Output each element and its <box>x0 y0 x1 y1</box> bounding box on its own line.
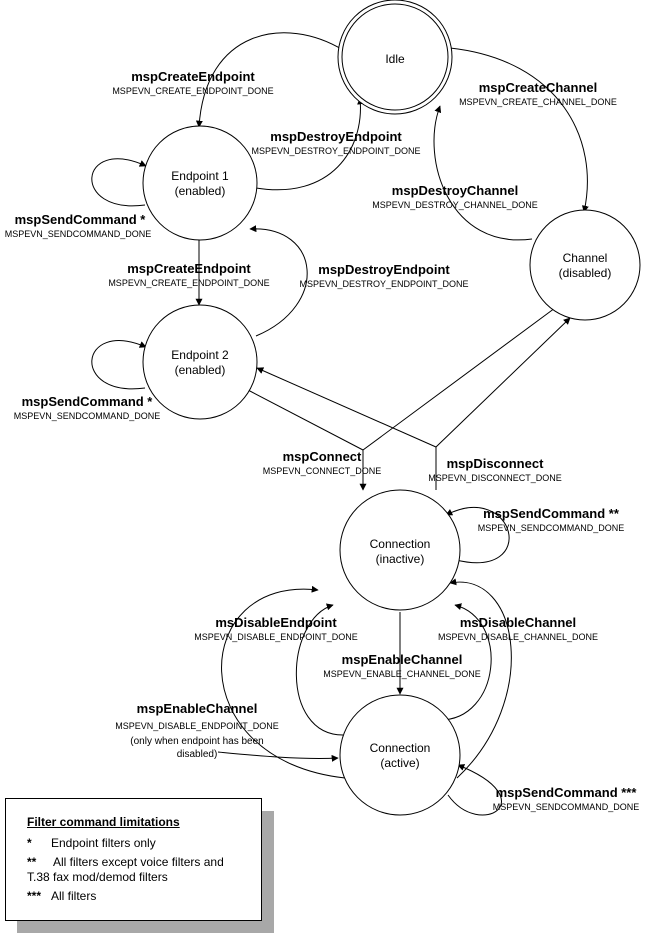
legend-text: T.38 fax mod/demod filters <box>27 870 168 884</box>
event-name: mspSendCommand * <box>15 212 147 227</box>
event-done: MSPEVN_CONNECT_DONE <box>263 466 382 476</box>
legend-text: All filters except voice filters and <box>53 855 224 869</box>
legend-marker: ** <box>27 855 37 869</box>
state-connection-inactive-status: (inactive) <box>376 552 425 566</box>
event-name: msDisableChannel <box>460 615 576 630</box>
event-done: MSPEVN_SENDCOMMAND_DONE <box>493 802 640 812</box>
event-name: msDisableEndpoint <box>215 615 337 630</box>
event-name: mspDestroyEndpoint <box>270 129 402 144</box>
label-send-command-active: mspSendCommand *** MSPEVN_SENDCOMMAND_DO… <box>493 785 640 812</box>
event-name: mspDestroyEndpoint <box>318 262 450 277</box>
state-idle-label: Idle <box>385 52 405 66</box>
arrow-disable-endpoint <box>221 585 346 779</box>
event-name: mspSendCommand ** <box>483 506 620 521</box>
label-enable-channel-ep: mspEnableChannel MSPEVN_DISABLE_ENDPOINT… <box>115 701 279 760</box>
state-endpoint-2: Endpoint 2 (enabled) <box>142 304 258 420</box>
event-done: MSPEVN_DESTROY_ENDPOINT_DONE <box>299 279 468 289</box>
event-done: MSPEVN_DISABLE_CHANNEL_DONE <box>438 632 598 642</box>
arrow-send-command-inactive <box>445 507 510 563</box>
label-connect: mspConnect MSPEVN_CONNECT_DONE <box>263 449 382 476</box>
state-connection-active-label: Connection <box>370 741 431 755</box>
legend-marker: *** <box>27 889 42 903</box>
label-disconnect: mspDisconnect MSPEVN_DISCONNECT_DONE <box>428 456 562 483</box>
state-endpoint-1-label: Endpoint 1 <box>171 169 229 183</box>
event-done: MSPEVN_ENABLE_CHANNEL_DONE <box>323 669 481 679</box>
arrow-create-endpoint-1 <box>195 32 344 128</box>
arrow-destroy-channel <box>433 105 533 241</box>
event-name: mspSendCommand * <box>22 394 154 409</box>
event-name: mspDisconnect <box>447 456 544 471</box>
label-destroy-endpoint-1: mspDestroyEndpoint MSPEVN_DESTROY_ENDPOI… <box>251 129 420 156</box>
event-done: MSPEVN_CREATE_ENDPOINT_DONE <box>112 86 273 96</box>
state-channel-label: Channel <box>563 251 608 265</box>
event-done: MSPEVN_DESTROY_CHANNEL_DONE <box>372 200 538 210</box>
label-send-command-ep1: mspSendCommand * MSPEVN_SENDCOMMAND_DONE <box>5 212 152 239</box>
arrow-send-command-ep1 <box>91 158 147 207</box>
label-create-channel: mspCreateChannel MSPEVN_CREATE_CHANNEL_D… <box>459 80 617 107</box>
event-done: MSPEVN_SENDCOMMAND_DONE <box>478 523 625 533</box>
event-name: mspEnableChannel <box>342 652 463 667</box>
arrow-send-command-active <box>447 764 502 816</box>
legend-text: Endpoint filters only <box>51 836 156 850</box>
label-create-endpoint-2: mspCreateEndpoint MSPEVN_CREATE_ENDPOINT… <box>108 261 269 288</box>
arrow-create-channel <box>449 47 589 213</box>
event-name: mspConnect <box>283 449 362 464</box>
event-done: MSPEVN_SENDCOMMAND_DONE <box>5 229 152 239</box>
event-done: MSPEVN_SENDCOMMAND_DONE <box>14 411 161 421</box>
event-done: MSPEVN_DESTROY_ENDPOINT_DONE <box>251 146 420 156</box>
state-connection-active: Connection (active) <box>339 694 461 816</box>
event-done: MSPEVN_CREATE_CHANNEL_DONE <box>459 97 617 107</box>
label-enable-channel: mspEnableChannel MSPEVN_ENABLE_CHANNEL_D… <box>323 652 481 679</box>
event-name: mspCreateChannel <box>479 80 597 95</box>
state-connection-inactive-label: Connection <box>370 537 431 551</box>
event-name: mspDestroyChannel <box>392 183 518 198</box>
state-channel-status: (disabled) <box>559 266 612 280</box>
label-send-command-ep2: mspSendCommand * MSPEVN_SENDCOMMAND_DONE <box>14 394 161 421</box>
legend-text: All filters <box>51 889 97 903</box>
arrow-disable-channel <box>449 578 512 779</box>
label-destroy-channel: mspDestroyChannel MSPEVN_DESTROY_CHANNEL… <box>372 183 538 210</box>
event-note: (only when endpoint has been <box>130 736 263 747</box>
event-name: mspCreateEndpoint <box>131 69 255 84</box>
arrow-destroy-endpoint-1 <box>255 97 365 191</box>
legend-marker: * <box>27 836 32 850</box>
legend-box: Filter command limitations * Endpoint fi… <box>5 798 262 921</box>
arrow-enable-channel-ep-note <box>217 751 339 762</box>
arrow-destroy-endpoint-2 <box>249 225 308 337</box>
arrow-disconnect-to-ep2 <box>256 367 437 448</box>
state-connection-active-status: (active) <box>380 756 419 770</box>
state-channel: Channel (disabled) <box>529 209 641 321</box>
state-endpoint-1-status: (enabled) <box>175 184 226 198</box>
state-endpoint-1: Endpoint 1 (enabled) <box>142 125 258 241</box>
line-ep2-to-connect <box>247 389 364 451</box>
state-idle: Idle <box>337 0 453 115</box>
event-name: mspSendCommand *** <box>496 785 638 800</box>
label-create-endpoint-1: mspCreateEndpoint MSPEVN_CREATE_ENDPOINT… <box>112 69 273 96</box>
state-connection-inactive: Connection (inactive) <box>339 489 461 611</box>
label-send-command-inactive: mspSendCommand ** MSPEVN_SENDCOMMAND_DON… <box>478 506 625 533</box>
label-destroy-endpoint-2: mspDestroyEndpoint MSPEVN_DESTROY_ENDPOI… <box>299 262 468 289</box>
event-name: mspCreateEndpoint <box>127 261 251 276</box>
event-done: MSPEVN_DISABLE_ENDPOINT_DONE <box>115 721 279 731</box>
arrow-enable-channel-right <box>439 603 492 721</box>
state-endpoint-2-status: (enabled) <box>175 363 226 377</box>
arrow-send-command-ep2 <box>91 340 147 390</box>
state-endpoint-2-label: Endpoint 2 <box>171 348 229 362</box>
event-note: disabled) <box>177 749 218 760</box>
event-done: MSPEVN_DISABLE_ENDPOINT_DONE <box>194 632 358 642</box>
label-disable-endpoint: msDisableEndpoint MSPEVN_DISABLE_ENDPOIN… <box>194 615 358 642</box>
event-name: mspEnableChannel <box>137 701 258 716</box>
label-disable-channel: msDisableChannel MSPEVN_DISABLE_CHANNEL_… <box>438 615 598 642</box>
event-done: MSPEVN_DISCONNECT_DONE <box>428 473 562 483</box>
event-done: MSPEVN_CREATE_ENDPOINT_DONE <box>108 278 269 288</box>
arrow-enable-channel-ep-left <box>295 603 344 736</box>
legend-title: Filter command limitations <box>27 815 180 829</box>
